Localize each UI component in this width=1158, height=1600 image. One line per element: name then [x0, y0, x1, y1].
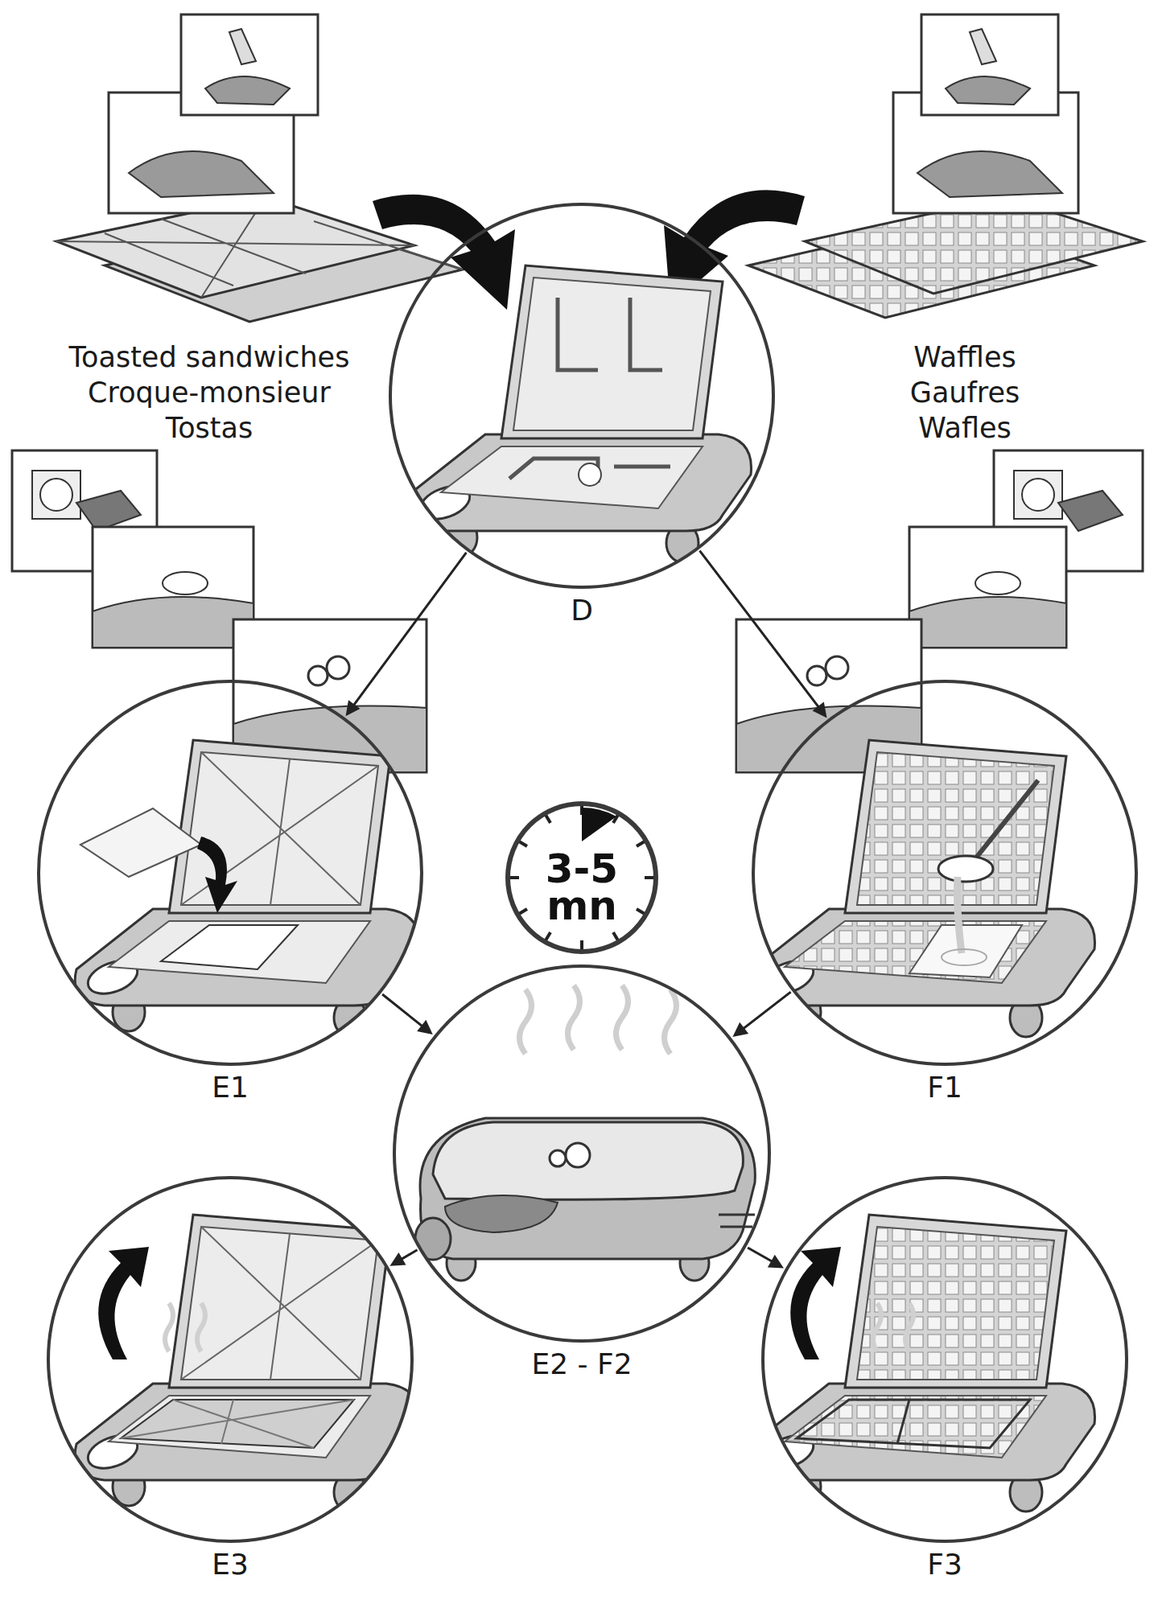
step-label: F3 — [927, 1548, 963, 1583]
step-circle: F3 — [761, 1176, 1129, 1544]
circle-outline — [388, 202, 775, 590]
step-label: E3 — [211, 1548, 249, 1583]
open-appliance — [407, 265, 751, 563]
step-label: D — [570, 593, 594, 628]
step-circle: F1 — [751, 679, 1138, 1067]
circle-outline — [507, 803, 656, 952]
flow-arrow — [346, 552, 467, 717]
flow-arrow — [732, 992, 791, 1038]
arrow-head — [811, 702, 827, 719]
recipe-label: Croque-monsieur — [87, 375, 331, 410]
step-circle: D — [388, 202, 775, 590]
sandwich-plates — [56, 14, 463, 322]
step-circle: E3 — [46, 1176, 414, 1544]
arrow-head — [732, 1022, 749, 1038]
circle-outline — [48, 1178, 413, 1542]
waffle-plates — [748, 14, 1143, 318]
step-circle: E2 - F2 — [392, 964, 771, 1344]
insert-arrow — [372, 194, 516, 310]
waffle-loading — [750, 740, 1095, 1038]
circle-outline — [761, 1176, 1129, 1544]
circle-outline — [751, 679, 1138, 1067]
step-circle: 3-5 mn — [505, 801, 659, 955]
recipe-label: Toasted sandwiches — [69, 340, 351, 375]
timer-dial — [506, 803, 657, 953]
closed-appliance — [415, 985, 755, 1282]
circle-outline — [762, 1178, 1127, 1542]
waffle-done — [750, 1215, 1095, 1513]
step-circle: E1 — [37, 679, 424, 1067]
arrow-line — [352, 552, 467, 708]
flow-arrow — [382, 994, 433, 1035]
sandwich-loading — [74, 740, 419, 1038]
flow-arrow — [699, 551, 827, 719]
arrow-head — [416, 1020, 433, 1035]
circle-outline — [392, 964, 771, 1344]
arrow-line — [382, 994, 425, 1028]
timer-text: 3-5 mn — [529, 850, 635, 925]
sandwich-done — [74, 1215, 419, 1513]
circle-outline — [37, 679, 424, 1067]
arrow-head — [389, 1252, 406, 1267]
arrow-line — [741, 992, 792, 1031]
arrow-line — [747, 1248, 775, 1264]
flow-arrow — [389, 1250, 417, 1267]
circle-outline — [753, 681, 1137, 1065]
recipe-label: Waffles — [913, 340, 1016, 375]
circle-outline — [46, 1176, 414, 1544]
step-label: E2 - F2 — [531, 1347, 632, 1382]
arrow-head — [346, 700, 361, 717]
circle-outline — [390, 204, 774, 588]
recipe-label: Tostas — [165, 411, 254, 446]
circle-outline — [394, 966, 770, 1342]
plug-insets — [12, 450, 1143, 773]
recipe-label: Wafles — [918, 411, 1012, 446]
arrow-head — [767, 1255, 784, 1270]
recipe-label: Gaufres — [910, 375, 1020, 410]
step-label: E1 — [211, 1071, 249, 1105]
step-label: F1 — [927, 1071, 963, 1105]
flow-arrow — [747, 1248, 784, 1269]
arrow-line — [699, 551, 821, 710]
circle-outline — [38, 681, 422, 1065]
